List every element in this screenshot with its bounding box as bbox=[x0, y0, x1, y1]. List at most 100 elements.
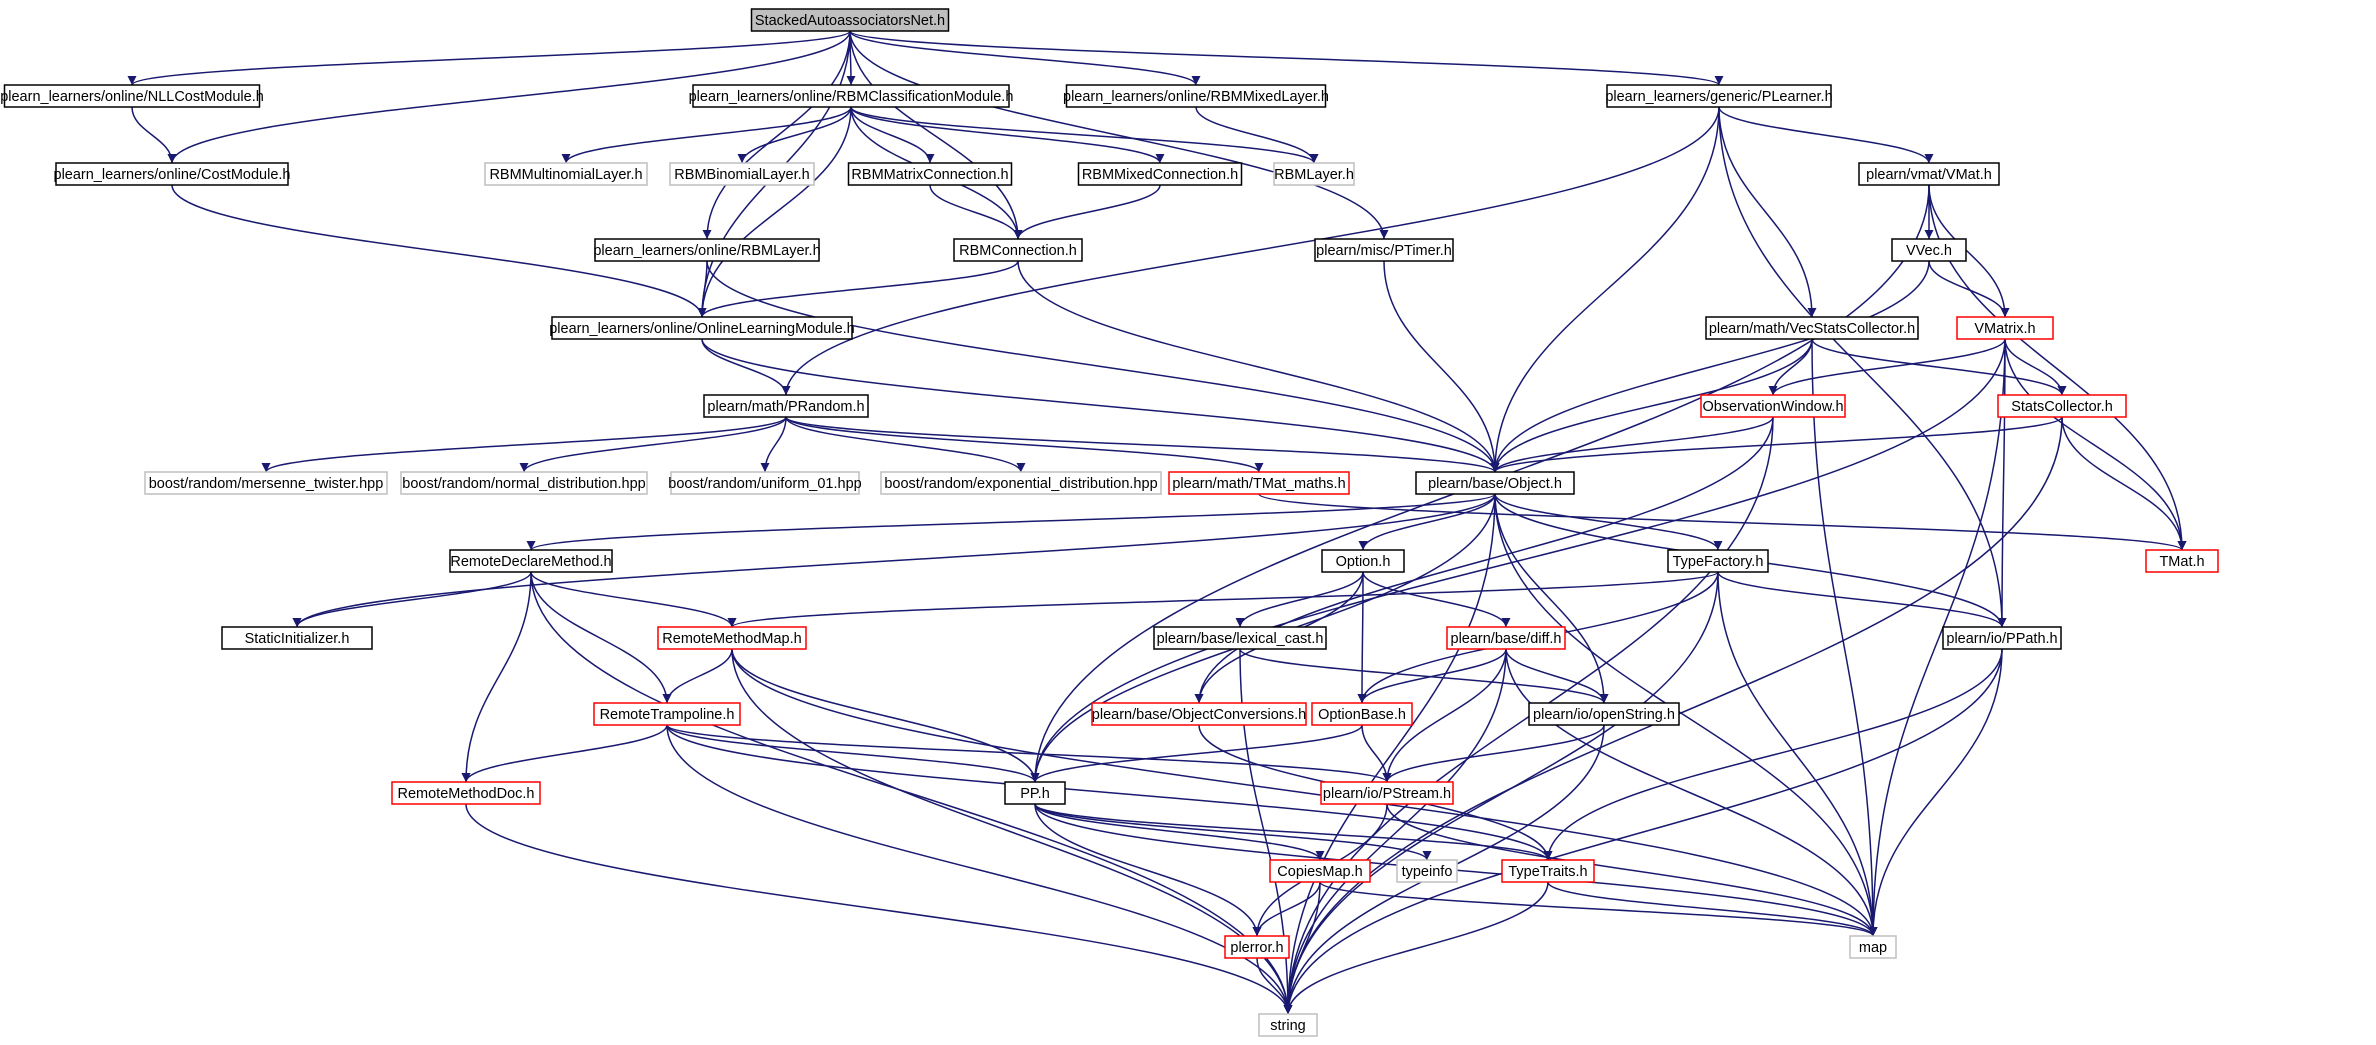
edge-plerror-to-string bbox=[1256, 957, 1293, 1015]
node-typeinfo[interactable]: typeinfo bbox=[1396, 859, 1458, 883]
edge-remotemethoddoc-to-string bbox=[465, 803, 1293, 1015]
node-plearner[interactable]: plearn_learners/generic/PLearner.h bbox=[1605, 84, 1833, 108]
node-diff[interactable]: plearn/base/diff.h bbox=[1446, 626, 1566, 650]
node-copiesmap[interactable]: CopiesMap.h bbox=[1269, 859, 1371, 883]
node-label: map bbox=[1859, 940, 1887, 956]
node-root[interactable]: StackedAutoassociatorsNet.h bbox=[750, 8, 950, 32]
node-rbmlayer[interactable]: plearn_learners/online/RBMLayer.h bbox=[593, 238, 821, 262]
node-lexicalcast[interactable]: plearn/base/lexical_cast.h bbox=[1153, 626, 1327, 650]
node-box bbox=[669, 162, 815, 186]
node-vvec[interactable]: VVec.h bbox=[1891, 238, 1967, 262]
node-box bbox=[1528, 702, 1680, 726]
node-object[interactable]: plearn/base/Object.h bbox=[1415, 471, 1575, 495]
node-openstring[interactable]: plearn/io/openString.h bbox=[1528, 702, 1680, 726]
edge-remotetrampoline-to-string bbox=[666, 724, 1293, 1015]
edge-vmatrix-to-map bbox=[1868, 338, 2006, 937]
node-label: plearn/base/Object.h bbox=[1428, 476, 1562, 492]
edge-prandom-to-tmatmaths bbox=[785, 416, 1264, 473]
node-vecstats[interactable]: plearn/math/VecStatsCollector.h bbox=[1705, 316, 1919, 340]
node-box bbox=[2145, 549, 2219, 573]
edge-remotedeclare-to-string bbox=[530, 571, 1293, 1015]
edge-onlinelearning-to-object bbox=[701, 338, 1500, 473]
node-expdist[interactable]: boost/random/exponential_distribution.hp… bbox=[880, 471, 1162, 495]
node-onlinelearning[interactable]: plearn_learners/online/OnlineLearningMod… bbox=[549, 316, 855, 340]
node-mersenne[interactable]: boost/random/mersenne_twister.hpp bbox=[144, 471, 388, 495]
node-vmatrix[interactable]: VMatrix.h bbox=[1956, 316, 2054, 340]
node-objectconversions[interactable]: plearn/base/ObjectConversions.h bbox=[1091, 702, 1307, 726]
node-costmodule[interactable]: plearn_learners/online/CostModule.h bbox=[54, 162, 291, 186]
node-box bbox=[953, 238, 1083, 262]
node-remotedeclare[interactable]: RemoteDeclareMethod.h bbox=[449, 549, 613, 573]
node-box bbox=[449, 549, 613, 573]
node-label: StackedAutoassociatorsNet.h bbox=[755, 13, 945, 29]
node-obswindow[interactable]: ObservationWindow.h bbox=[1700, 394, 1846, 418]
node-box bbox=[144, 471, 388, 495]
node-label: boost/random/normal_distribution.hpp bbox=[402, 476, 645, 492]
node-label: plerror.h bbox=[1230, 940, 1283, 956]
edge-diff-to-string bbox=[1283, 648, 1507, 1015]
edge-remotedeclare-to-remotetrampoline bbox=[530, 571, 672, 704]
node-optionbase[interactable]: OptionBase.h bbox=[1311, 702, 1413, 726]
edge-typefactory-to-map bbox=[1717, 571, 1878, 937]
node-rbmbinomial[interactable]: RBMBinomialLayer.h bbox=[669, 162, 815, 186]
node-rbmmixedlayer[interactable]: plearn_learners/online/RBMMixedLayer.h bbox=[1063, 84, 1329, 108]
node-rbmmultinomial[interactable]: RBMMultinomialLayer.h bbox=[484, 162, 648, 186]
node-rbmlayerh[interactable]: RBMLayer.h bbox=[1273, 162, 1355, 186]
node-nllcost[interactable]: plearn_learners/online/NLLCostModule.h bbox=[0, 84, 264, 108]
node-vmat[interactable]: plearn/vmat/VMat.h bbox=[1858, 162, 2000, 186]
node-ppath[interactable]: plearn/io/PPath.h bbox=[1942, 626, 2062, 650]
node-prandom[interactable]: plearn/math/PRandom.h bbox=[703, 394, 869, 418]
edge-rbmmixedconn-to-rbmconn bbox=[1013, 184, 1161, 240]
node-label: typeinfo bbox=[1402, 864, 1453, 880]
node-rbmmixedconn[interactable]: RBMMixedConnection.h bbox=[1077, 162, 1243, 186]
edge-remotedeclare-to-remotemethoddoc bbox=[461, 571, 532, 783]
edge-object-to-string bbox=[1283, 493, 1496, 1015]
node-ptimer[interactable]: plearn/misc/PTimer.h bbox=[1314, 238, 1454, 262]
node-pp[interactable]: PP.h bbox=[1004, 781, 1066, 805]
node-typetraits[interactable]: TypeTraits.h bbox=[1501, 859, 1595, 883]
node-remotemethodmap[interactable]: RemoteMethodMap.h bbox=[657, 626, 807, 650]
node-label: RBMConnection.h bbox=[959, 243, 1077, 259]
node-typefactory[interactable]: TypeFactory.h bbox=[1667, 549, 1769, 573]
edge-root-to-plearner bbox=[849, 30, 1724, 86]
node-tmatmaths[interactable]: plearn/math/TMat_maths.h bbox=[1168, 471, 1350, 495]
node-rbmmatrixconn[interactable]: RBMMatrixConnection.h bbox=[847, 162, 1013, 186]
node-box bbox=[1091, 702, 1307, 726]
node-label: RBMLayer.h bbox=[1274, 167, 1354, 183]
edge-diff-to-pstream bbox=[1382, 648, 1507, 783]
edge-optionbase-to-pp bbox=[1030, 724, 1363, 783]
node-box bbox=[593, 702, 741, 726]
node-staticinit[interactable]: StaticInitializer.h bbox=[221, 626, 373, 650]
node-label: plearn/math/VecStatsCollector.h bbox=[1709, 321, 1915, 337]
node-statscollector[interactable]: StatsCollector.h bbox=[1997, 394, 2127, 418]
node-uniform01[interactable]: boost/random/uniform_01.hpp bbox=[668, 471, 862, 495]
node-layer: StackedAutoassociatorsNet.h plearn_learne… bbox=[0, 8, 2219, 1037]
node-label: plearn/base/ObjectConversions.h bbox=[1092, 707, 1306, 723]
node-plerror[interactable]: plerror.h bbox=[1224, 935, 1290, 959]
node-rbmconn[interactable]: RBMConnection.h bbox=[953, 238, 1083, 262]
edge-lexicalcast-to-openstring bbox=[1239, 648, 1609, 704]
node-tmat[interactable]: TMat.h bbox=[2145, 549, 2219, 573]
node-option[interactable]: Option.h bbox=[1321, 549, 1405, 573]
edge-rbmclass-to-rbmmixedconn bbox=[850, 106, 1165, 164]
node-box bbox=[703, 394, 869, 418]
node-label: RBMMixedConnection.h bbox=[1082, 167, 1238, 183]
node-string[interactable]: string bbox=[1258, 1013, 1318, 1037]
edge-option-to-lexicalcast bbox=[1235, 571, 1364, 628]
node-remotemethoddoc[interactable]: RemoteMethodDoc.h bbox=[391, 781, 541, 805]
node-normaldist[interactable]: boost/random/normal_distribution.hpp bbox=[400, 471, 648, 495]
node-box bbox=[3, 84, 261, 108]
edge-vmat-to-vmatrix bbox=[1928, 184, 2010, 318]
node-pstream[interactable]: plearn/io/PStream.h bbox=[1320, 781, 1454, 805]
node-remotetrampoline[interactable]: RemoteTrampoline.h bbox=[593, 702, 741, 726]
node-map[interactable]: map bbox=[1849, 935, 1897, 959]
node-box bbox=[55, 162, 289, 186]
node-rbmclass[interactable]: plearn_learners/online/RBMClassification… bbox=[689, 84, 1014, 108]
edge-remotedeclare-to-remotemethodmap bbox=[530, 571, 737, 628]
edge-prandom-to-expdist bbox=[785, 416, 1026, 473]
node-box bbox=[1501, 859, 1595, 883]
node-label: plearn_learners/online/NLLCostModule.h bbox=[0, 89, 264, 105]
node-label: plearn/vmat/VMat.h bbox=[1866, 167, 1992, 183]
node-box bbox=[670, 471, 860, 495]
edge-object-to-map bbox=[1494, 493, 1878, 937]
